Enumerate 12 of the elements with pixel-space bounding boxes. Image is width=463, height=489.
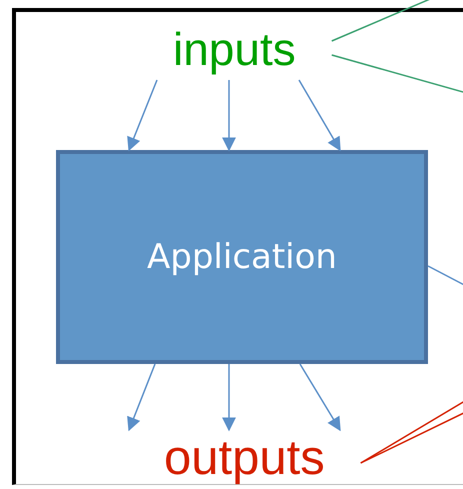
frame-box — [12, 8, 463, 485]
arrow — [222, 80, 236, 152]
box-label: Application — [147, 237, 337, 277]
arrow — [127, 364, 156, 432]
output-label: outputs — [154, 430, 361, 483]
arrow — [222, 364, 236, 432]
input-label: inputs — [141, 16, 332, 80]
arrow — [298, 80, 341, 152]
connector-line — [332, 54, 463, 95]
arrow — [299, 364, 341, 432]
process-box — [56, 150, 428, 364]
arrow — [127, 80, 158, 152]
